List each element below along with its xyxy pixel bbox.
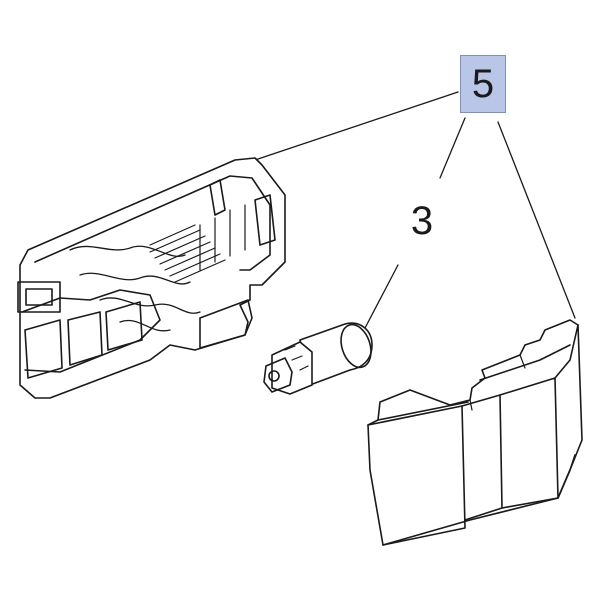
callout-5[interactable]: 5 [460, 55, 506, 113]
housing-wiring [69, 245, 201, 332]
lamp-housing [17, 157, 286, 399]
connector-socket [17, 281, 61, 313]
cover-side-edge [554, 324, 579, 499]
housing-outline [19, 157, 286, 399]
leader-lines [254, 91, 576, 331]
lamp-cover [367, 319, 583, 546]
bulb-socket [263, 322, 373, 395]
leader-5-to-bracket-upper [439, 117, 466, 179]
housing-mount-tab [199, 299, 253, 349]
leader-5-to-housing [254, 91, 459, 161]
callout-3[interactable]: 3 [410, 198, 434, 243]
housing-lower-frame [21, 289, 161, 373]
bulb-connector-lines [284, 345, 309, 371]
cover-inner-edge [469, 354, 526, 411]
connector-socket-inner [25, 288, 53, 306]
housing-pocket-2 [67, 311, 103, 366]
housing-top-clip-2 [254, 194, 276, 246]
housing-pocket-3 [105, 301, 143, 351]
bulb-end [340, 323, 372, 369]
cover-mid-step [461, 394, 503, 521]
cover-top-ridge [377, 344, 571, 421]
bulb-body [299, 322, 373, 386]
housing-ribs [149, 204, 246, 283]
cover-front-face [367, 405, 466, 546]
leader-3-to-bulb [363, 264, 399, 331]
housing-pocket-1 [24, 319, 63, 379]
leader-5-to-cover [497, 121, 576, 319]
bulb-base [271, 341, 313, 395]
cover-right-face [499, 377, 559, 509]
cover-outline [367, 319, 583, 546]
housing-top-clip-1 [209, 179, 226, 216]
housing-inner-frame [34, 175, 271, 271]
bulb-terminal-pin [268, 370, 280, 382]
bulb-terminal [263, 357, 293, 393]
